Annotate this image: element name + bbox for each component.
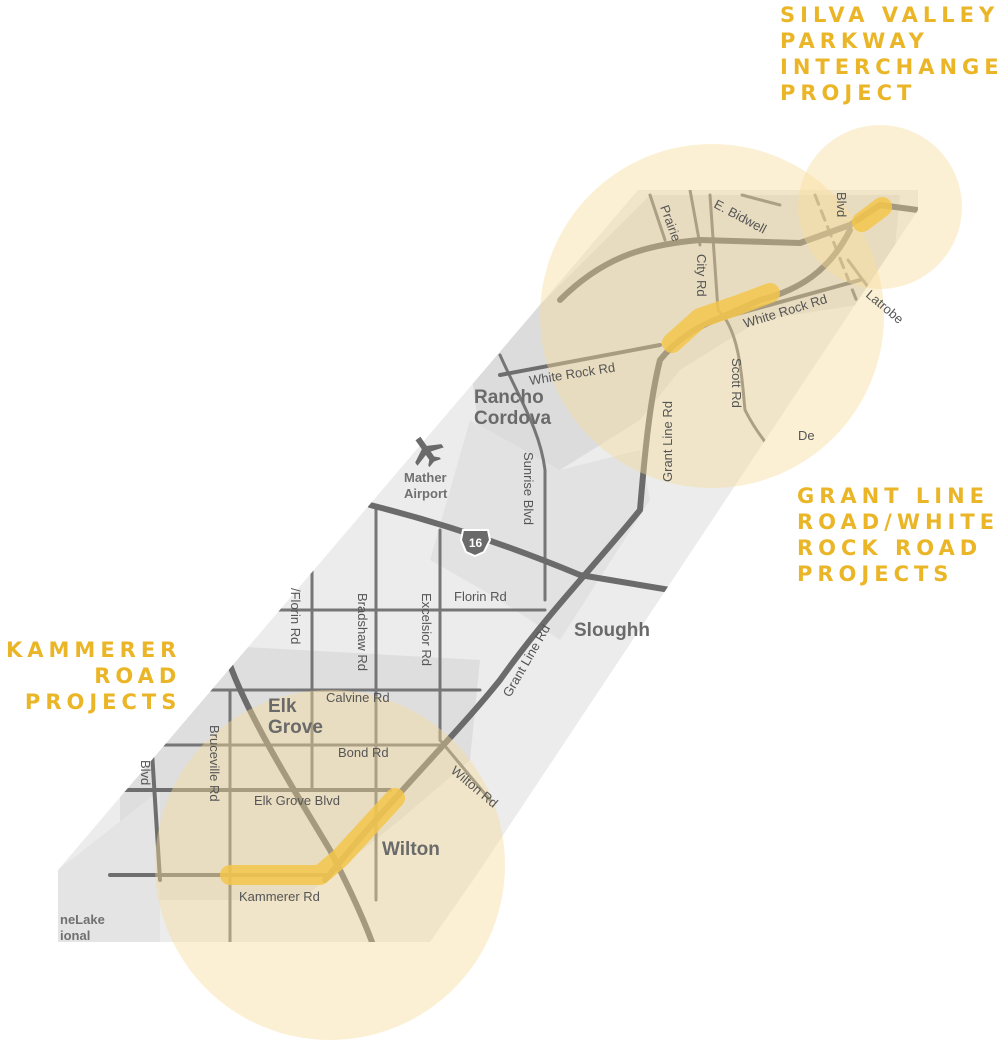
urban-area-central <box>430 420 650 640</box>
project-label-line: PROJECTS <box>24 690 182 714</box>
project-label-line: PARKWAY <box>780 29 929 53</box>
label-city-rd: City Rd <box>694 254 709 297</box>
urban-area-west <box>58 790 160 942</box>
place-elk-grove-1: Elk <box>268 696 297 717</box>
road-dashed-rail <box>813 193 882 362</box>
project-label-silva-valley: SILVA VALLEY PARKWAY INTERCHANGE PROJECT <box>780 2 1000 106</box>
urban-area-elk-grove <box>120 640 480 900</box>
place-wilton: Wilton <box>382 839 440 860</box>
label-florin-rd-vertical: /Florin Rd <box>288 588 303 644</box>
road-e-bidwell-2 <box>740 193 782 207</box>
project-label-line: ROCK ROAD <box>797 536 983 560</box>
place-rancho-cordova-1: Rancho <box>474 387 544 408</box>
project-label-grant-line: GRANT LINE ROAD/WHITE ROCK ROAD PROJECTS <box>797 483 999 587</box>
label-kammerer-rd: Kammerer Rd <box>239 889 320 904</box>
project-label-line: KAMMERER <box>6 638 182 662</box>
place-mather-airport-2: Airport <box>404 486 448 501</box>
label-bruceville-rd: Bruceville Rd <box>207 725 222 802</box>
road-bidwell-arterial <box>557 202 918 303</box>
place-mather-airport-1: Mather <box>404 470 447 485</box>
road-highway-99 <box>227 662 375 942</box>
label-grant-line-rd-north: Grant Line Rd <box>660 401 675 482</box>
highway-16-shield-icon: 16 <box>459 529 492 558</box>
place-sloughhouse: Sloughh <box>574 620 650 641</box>
airplane-icon <box>415 436 444 468</box>
road-wilton-rd <box>438 738 492 802</box>
project-label-line: PROJECTS <box>797 562 954 586</box>
label-blvd-left: Blvd <box>138 760 153 785</box>
highlight-kammerer <box>220 788 405 885</box>
label-scott-rd: Scott Rd <box>729 358 744 408</box>
project-label-line: PROJECT <box>780 81 917 105</box>
label-calvine-rd: Calvine Rd <box>326 690 390 705</box>
highlight-silva-valley <box>852 197 892 232</box>
project-label-line: ROAD <box>94 664 182 688</box>
road-city-rd <box>708 193 720 312</box>
place-rancho-cordova-2: Cordova <box>474 408 552 429</box>
label-sunrise-blvd: Sunrise Blvd <box>521 452 536 525</box>
highlight-grant-white-rock <box>662 283 780 353</box>
road-e-bidwell <box>688 190 702 247</box>
label-blvd-top: Blvd <box>834 192 849 217</box>
project-label-line: INTERCHANGE <box>780 55 1000 79</box>
place-cosumnes-1: neLake <box>60 912 105 927</box>
label-excelsior-rd: Excelsior Rd <box>419 593 434 666</box>
label-de: De <box>798 428 815 443</box>
label-bond-rd: Bond Rd <box>338 745 389 760</box>
label-elk-grove-blvd: Elk Grove Blvd <box>254 793 340 808</box>
project-label-kammerer: KAMMERER ROAD PROJECTS <box>6 637 181 715</box>
place-cosumnes-2: ional <box>60 928 90 943</box>
road-sunrise-blvd <box>498 353 547 602</box>
road-white-rock-rd-west <box>498 343 662 377</box>
project-label-line: SILVA VALLEY <box>780 3 1000 27</box>
highway-16-number: 16 <box>469 536 483 550</box>
project-label-line: GRANT LINE <box>797 484 989 508</box>
label-bradshaw-rd: Bradshaw Rd <box>355 593 370 671</box>
road-prairie <box>648 193 667 242</box>
project-label-line: ROAD/WHITE <box>797 510 1000 534</box>
place-elk-grove-2: Grove <box>268 717 323 738</box>
label-florin-rd: Florin Rd <box>454 589 507 604</box>
